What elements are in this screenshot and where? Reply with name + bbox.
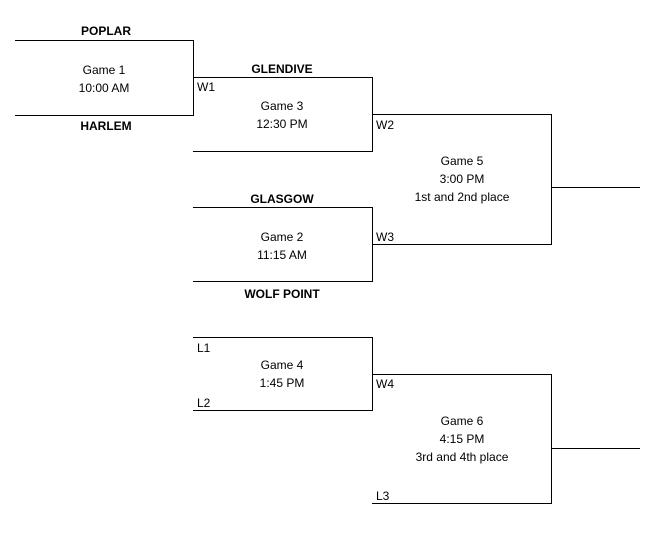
game3-bottom-line — [193, 151, 373, 152]
game6-note: 3rd and 4th place — [415, 450, 509, 464]
game4-slot-top: L1 — [197, 341, 211, 355]
game5-top-line — [372, 114, 552, 115]
game1-right-line — [193, 40, 194, 116]
game4-top-line — [193, 337, 373, 338]
game6-time: 4:15 PM — [439, 432, 485, 446]
game6-right-line — [551, 374, 552, 504]
game5-title: Game 5 — [440, 154, 484, 168]
game4-time: 1:45 PM — [259, 376, 305, 390]
game5-info: Game 5 3:00 PM 1st and 2nd place — [387, 152, 537, 206]
game2-slot-out: W3 — [376, 230, 394, 244]
game3-slot-out: W2 — [376, 118, 394, 132]
game2-top-team: GLASGOW — [250, 192, 314, 206]
game6-bottom-line — [372, 503, 552, 504]
game6-title: Game 6 — [440, 414, 484, 428]
game2-top-line — [193, 207, 373, 208]
game3-slot-in: W1 — [197, 80, 215, 94]
game3-title: Game 3 — [260, 99, 304, 113]
game5-time: 3:00 PM — [439, 172, 485, 186]
game1-top-line — [15, 40, 194, 41]
game6-slot-bottom: L3 — [376, 489, 390, 503]
game2-time: 11:15 AM — [257, 248, 307, 262]
game4-info: Game 4 1:45 PM — [222, 356, 342, 392]
game1-top-team: POPLAR — [80, 24, 131, 38]
game3-info: Game 3 12:30 PM — [222, 97, 342, 133]
game1-info: Game 1 10:00 AM — [44, 61, 164, 97]
game4-title: Game 4 — [260, 358, 304, 372]
game2-bottom-line — [193, 281, 373, 282]
game2-bottom-team: WOLF POINT — [244, 287, 320, 301]
game3-top-line — [193, 77, 373, 78]
game1-time: 10:00 AM — [78, 81, 130, 95]
game2-title: Game 2 — [260, 230, 304, 244]
game1-title: Game 1 — [82, 63, 126, 77]
game3-top-team: GLENDIVE — [251, 62, 313, 76]
game1-bottom-line — [15, 115, 194, 116]
game5-note: 1st and 2nd place — [414, 190, 510, 204]
game3-time: 12:30 PM — [256, 117, 308, 131]
game1-bottom-team: HARLEM — [80, 119, 132, 133]
game4-slot-bottom: L2 — [197, 396, 211, 410]
game4-slot-out: W4 — [376, 377, 394, 391]
game6-top-line — [372, 374, 552, 375]
game5-right-line — [551, 114, 552, 245]
game5-winner-line — [551, 187, 640, 188]
game2-info: Game 2 11:15 AM — [222, 228, 342, 264]
game6-winner-line — [551, 448, 640, 449]
game5-bottom-line — [372, 244, 552, 245]
game6-info: Game 6 4:15 PM 3rd and 4th place — [387, 412, 537, 466]
game4-bottom-line — [193, 410, 373, 411]
